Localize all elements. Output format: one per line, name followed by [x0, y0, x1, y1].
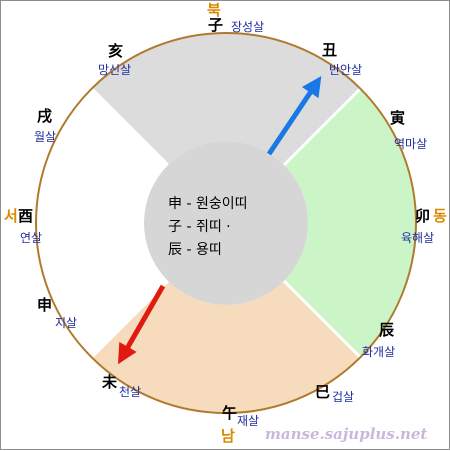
center-line-1: 申 - 원숭이띠: [168, 197, 247, 211]
branch-ja: 子: [208, 16, 224, 34]
branch-in: 寅: [390, 109, 406, 127]
sal-jae: 재살: [237, 414, 260, 428]
branch-sul: 戌: [37, 107, 53, 125]
watermark: manse.sajuplus.net: [265, 425, 428, 443]
sal-wol: 월살: [34, 130, 57, 144]
sector-north: [91, 33, 361, 166]
branch-sa: 巳: [315, 383, 331, 401]
direction-north: 북: [207, 1, 221, 19]
sal-mangsin: 망신살: [98, 63, 132, 77]
sal-yeon: 연살: [20, 231, 43, 245]
center-disc: [144, 141, 308, 305]
center-line-3: 辰 - 용띠: [168, 243, 222, 257]
arrow-red: [118, 284, 166, 365]
sector-divider: [90, 87, 170, 167]
arrow-blue: [266, 76, 322, 156]
sal-geop: 겁살: [332, 390, 355, 404]
center-line-2: 子 - 쥐띠 ·: [168, 220, 231, 234]
branch-chuk: 丑: [322, 41, 338, 59]
branch-yu: 酉: [18, 207, 34, 225]
sector-east: [283, 88, 416, 358]
sector-south: [91, 280, 361, 413]
branch-o: 午: [222, 404, 238, 422]
center-branch-3: 辰: [168, 242, 182, 258]
direction-west: 서: [4, 207, 18, 225]
branch-jin: 辰: [379, 321, 395, 339]
sector-west: [36, 88, 169, 358]
sal-banan: 반안살: [329, 63, 363, 77]
sal-cheon: 천살: [119, 385, 142, 399]
branch-hae: 亥: [108, 42, 124, 60]
sector-divider: [282, 279, 362, 359]
sal-hwagae: 화개살: [362, 345, 396, 359]
sal-jangseong: 장성살: [231, 20, 265, 34]
sal-yeokma: 역마살: [394, 137, 428, 151]
center-branch-2: 子: [168, 219, 182, 235]
center-branch-1: 申: [168, 196, 182, 212]
center-text-2: - 쥐띠 ·: [186, 219, 231, 235]
direction-east: 동: [433, 207, 447, 225]
branch-mi: 未: [102, 373, 118, 391]
branch-sin: 申: [37, 296, 53, 314]
direction-south: 남: [221, 427, 235, 445]
outer-ring: [35, 32, 417, 414]
sector-divider: [90, 279, 170, 359]
center-text-1: - 원숭이띠: [186, 196, 248, 212]
sector-dividers: [90, 87, 362, 359]
sal-yukhae: 육해살: [401, 231, 435, 245]
center-text-3: - 용띠: [186, 242, 222, 258]
branch-myo: 卯: [415, 207, 431, 225]
sal-ji: 지살: [55, 316, 78, 330]
sector-divider: [282, 87, 362, 167]
